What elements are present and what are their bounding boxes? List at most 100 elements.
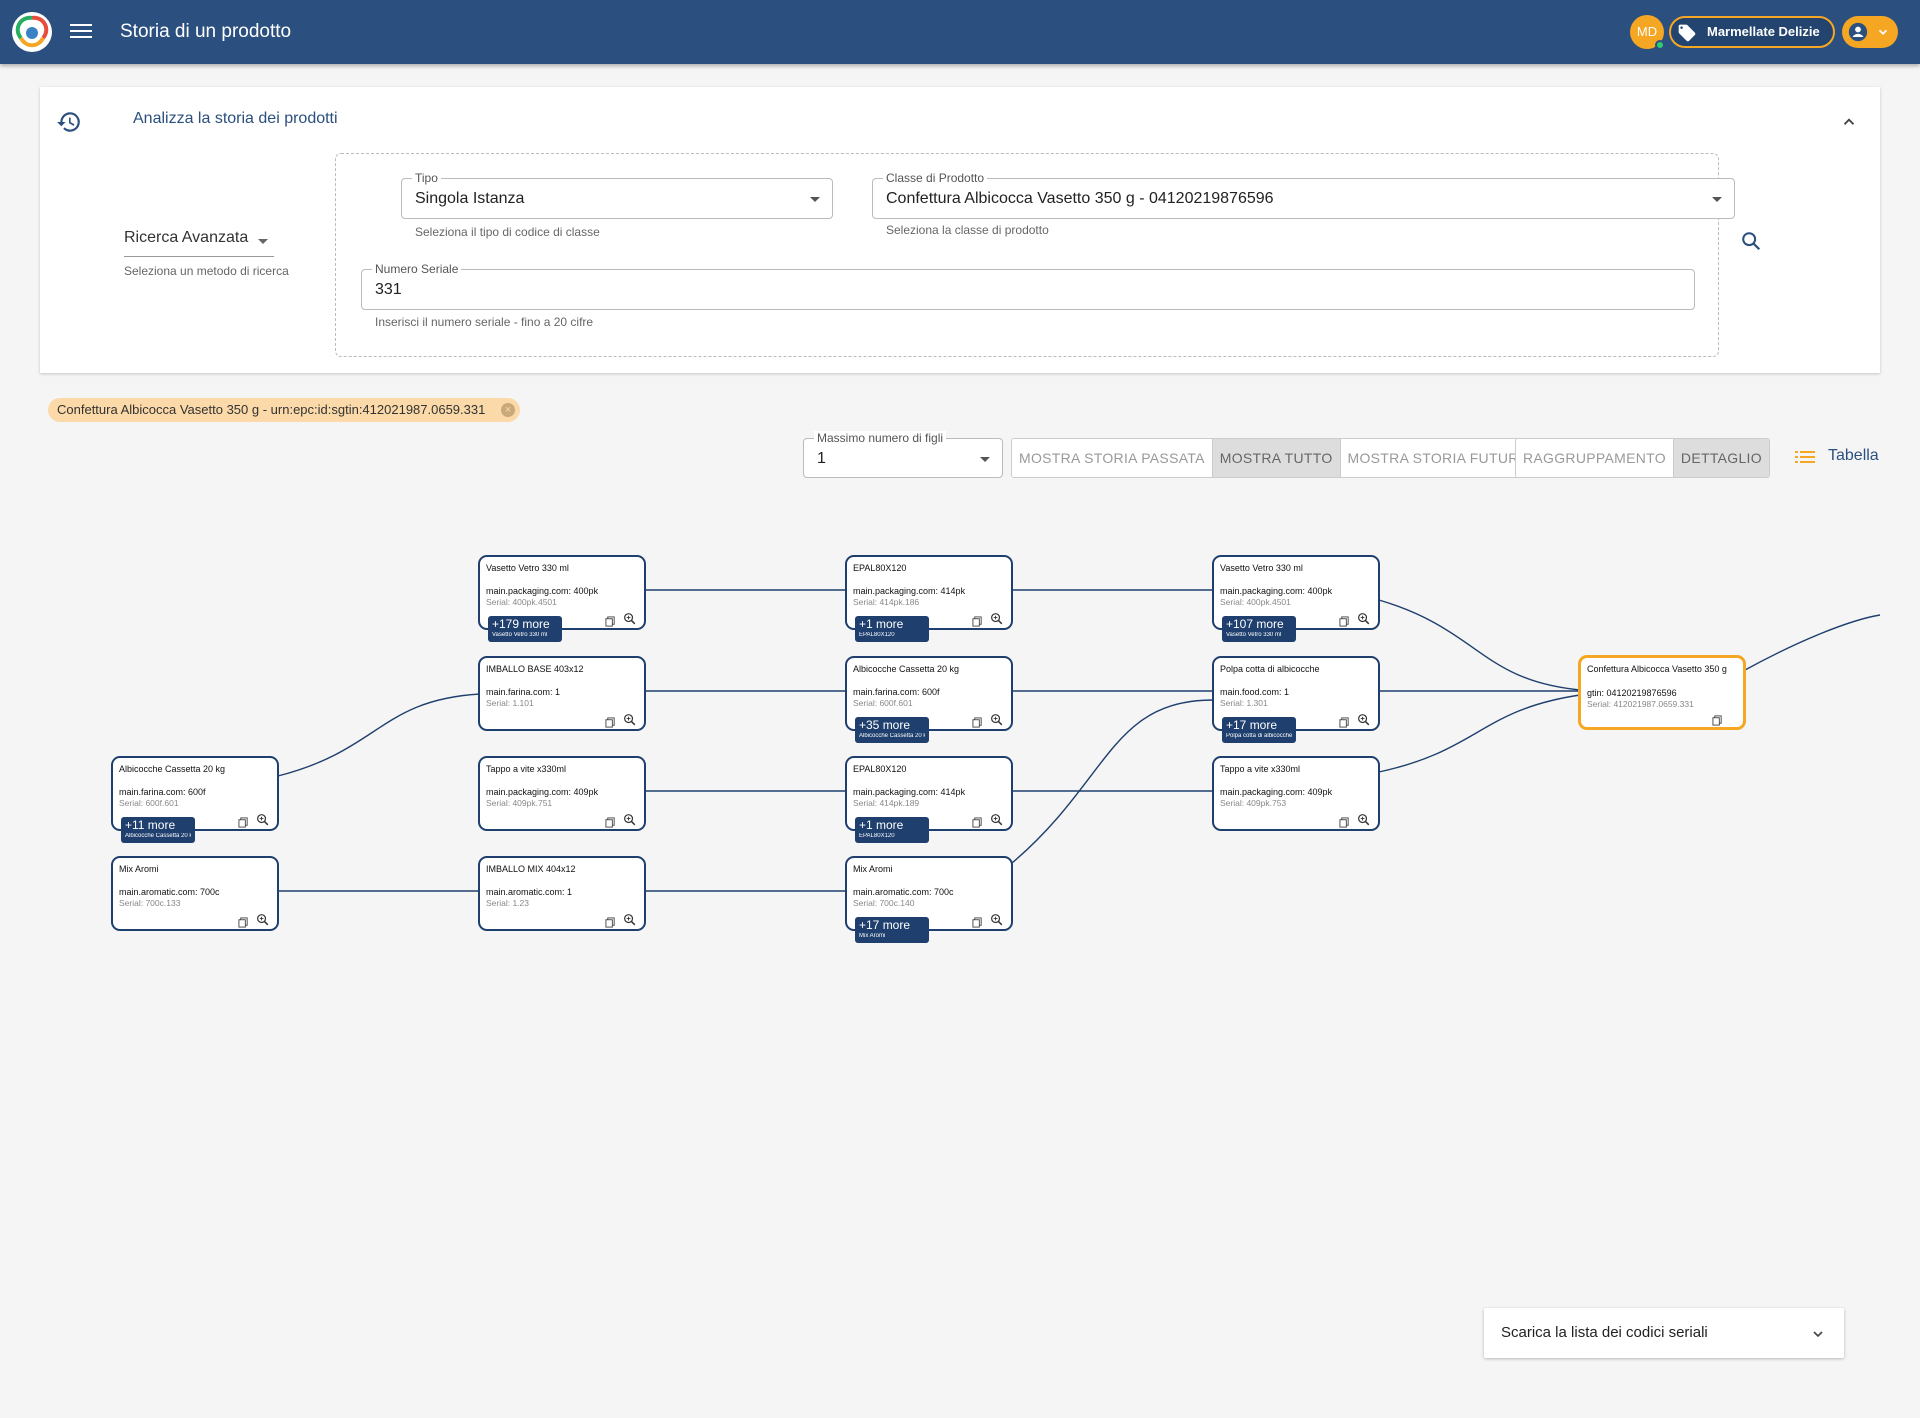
zoom-in-icon[interactable] xyxy=(990,713,1003,731)
node-serial: Serial: 1.301 xyxy=(1220,698,1268,708)
download-serials-expander[interactable]: Scarica la lista dei codici seriali xyxy=(1484,1308,1844,1358)
menu-icon[interactable] xyxy=(70,20,92,44)
copy-icon[interactable] xyxy=(972,915,983,933)
copy-icon[interactable] xyxy=(972,815,983,833)
zoom-in-icon[interactable] xyxy=(623,612,636,630)
node-serial: Serial: 414pk.186 xyxy=(853,597,920,607)
copy-icon[interactable] xyxy=(972,715,983,733)
zoom-in-icon[interactable] xyxy=(1357,813,1370,831)
search-icon[interactable] xyxy=(1740,230,1762,252)
max-children-select[interactable]: Massimo numero di figli 1 xyxy=(803,431,1003,478)
node-serial: Serial: 400pk.4501 xyxy=(1220,597,1291,607)
copy-icon[interactable] xyxy=(605,715,616,733)
show-all-button[interactable]: MOSTRA TUTTO xyxy=(1212,439,1341,477)
node-name: Tappo a vite x330ml xyxy=(486,764,567,774)
close-icon[interactable]: × xyxy=(501,403,515,417)
search-method-value: Ricerca Avanzata xyxy=(124,229,249,246)
zoom-in-icon[interactable] xyxy=(256,813,269,831)
more-subtitle: Vasetto Vetro 330 ml xyxy=(492,632,548,638)
graph-edge xyxy=(1378,599,1581,691)
copy-icon[interactable] xyxy=(605,815,616,833)
chevron-down-icon xyxy=(1813,1331,1823,1338)
zoom-in-icon[interactable] xyxy=(990,612,1003,630)
zoom-in-icon[interactable] xyxy=(1357,713,1370,731)
more-count: +17 more xyxy=(1226,718,1278,732)
more-count: +17 more xyxy=(859,918,911,932)
numero-seriale-input[interactable]: Numero Seriale 331 xyxy=(361,262,1695,310)
node-info: main.packaging.com: 409pk xyxy=(1220,787,1333,797)
grouping-button[interactable]: RAGGRUPPAMENTO xyxy=(1516,439,1674,477)
copy-icon[interactable] xyxy=(1339,614,1350,632)
copy-icon[interactable] xyxy=(238,915,249,933)
account-icon xyxy=(1848,22,1868,42)
zoom-in-icon[interactable] xyxy=(1357,612,1370,630)
chevron-down-icon xyxy=(1878,29,1888,35)
classe-prodotto-select[interactable]: Classe di Prodotto Confettura Albicocca … xyxy=(872,171,1735,219)
zoom-in-icon[interactable] xyxy=(256,913,269,931)
seriale-value: 331 xyxy=(375,281,402,298)
company-selector-button[interactable]: Marmellate Delizie xyxy=(1669,16,1835,48)
list-icon xyxy=(1795,451,1815,463)
node-serial: Serial: 409pk.751 xyxy=(486,798,553,808)
zoom-in-icon[interactable] xyxy=(990,813,1003,831)
graph-edges xyxy=(277,589,1881,892)
copy-icon[interactable] xyxy=(972,614,983,632)
node-name: Mix Aromi xyxy=(119,864,159,874)
chevron-up-icon[interactable] xyxy=(1840,113,1858,131)
detail-button[interactable]: DETTAGLIO xyxy=(1673,439,1769,477)
node-serial: Serial: 700c.133 xyxy=(119,898,181,908)
copy-icon[interactable] xyxy=(1339,715,1350,733)
copy-icon[interactable] xyxy=(605,915,616,933)
classe-value: Confettura Albicocca Vasetto 350 g - 041… xyxy=(886,190,1274,207)
copy-icon[interactable] xyxy=(605,614,616,632)
more-count: +1 more xyxy=(859,617,904,631)
node-name: IMBALLO MIX 404x12 xyxy=(486,864,576,874)
graph-edge xyxy=(1011,699,1215,864)
copy-icon[interactable] xyxy=(1712,713,1723,731)
node-info: main.aromatic.com: 700c xyxy=(119,887,220,897)
node-name: EPAL80X120 xyxy=(853,563,907,573)
show-future-history-button[interactable]: MOSTRA STORIA FUTURA xyxy=(1340,439,1536,477)
caret-down-icon xyxy=(980,457,990,462)
zoom-in-icon[interactable] xyxy=(990,913,1003,931)
user-menu-button[interactable] xyxy=(1842,16,1898,48)
search-method-select[interactable]: Ricerca Avanzata xyxy=(124,229,274,257)
zoom-in-icon[interactable] xyxy=(623,713,636,731)
more-count: +107 more xyxy=(1226,617,1284,631)
show-past-history-button[interactable]: MOSTRA STORIA PASSATA xyxy=(1012,439,1213,477)
search-panel: Analizza la storia dei prodotti Ricerca … xyxy=(40,87,1880,373)
graph-edge xyxy=(277,693,481,777)
advanced-search-box: Tipo Singola Istanza Seleziona il tipo d… xyxy=(335,153,1735,357)
tipo-select[interactable]: Tipo Singola Istanza xyxy=(401,171,833,219)
caret-down-icon xyxy=(1712,197,1722,202)
zoom-in-icon[interactable] xyxy=(623,813,636,831)
copy-icon[interactable] xyxy=(1339,815,1350,833)
node-serial: Serial: 1.101 xyxy=(486,698,534,708)
search-method-hint: Seleziona un metodo di ricerca xyxy=(124,264,289,278)
more-subtitle: EPAL80X120 xyxy=(859,833,895,839)
classe-label: Classe di Prodotto xyxy=(883,171,988,185)
zoom-in-icon[interactable] xyxy=(623,913,636,931)
max-children-value: 1 xyxy=(817,450,826,467)
copy-icon[interactable] xyxy=(238,815,249,833)
tipo-label: Tipo xyxy=(412,171,441,185)
app-logo[interactable] xyxy=(12,12,52,52)
node-name: Vasetto Vetro 330 ml xyxy=(486,563,569,573)
